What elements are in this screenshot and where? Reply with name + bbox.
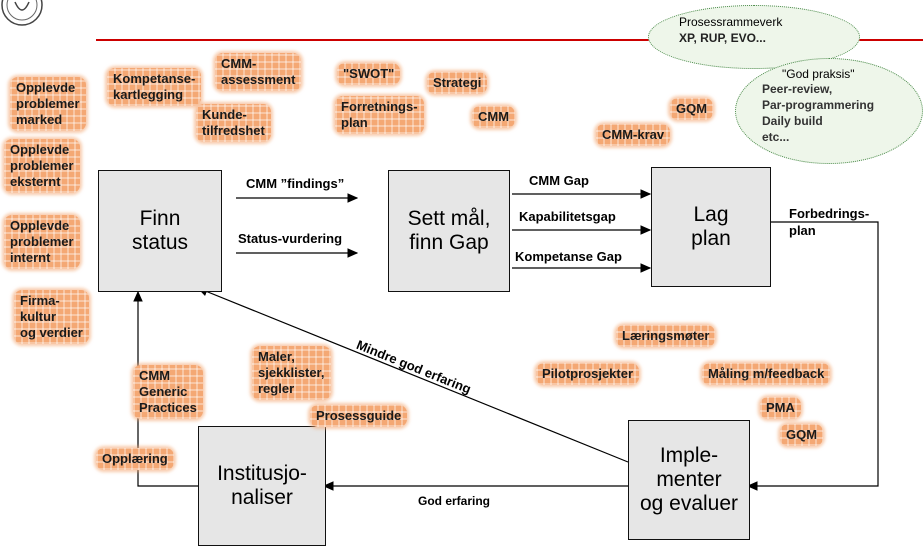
tag-cmm-krav: CMM-krav: [596, 124, 670, 146]
tag-laeringsmoter: Læringsmøter: [616, 325, 715, 347]
label-kompetanse-gap: Kompetanse Gap: [515, 249, 622, 264]
god-praksis-ellipse: "God praksis" Peer-review, Par-programme…: [735, 58, 923, 164]
tag-opplevde-marked: Opplevde problemer marked: [10, 77, 86, 131]
tag-pilotprosjekter: Pilotprosjekter: [536, 363, 639, 385]
tag-maling-feedback: Måling m/feedback: [702, 363, 830, 385]
implementer-box: Imple- menter og evaluer: [628, 420, 750, 540]
tag-cmm-generic-practices: CMM Generic Practices: [133, 365, 203, 419]
prosessrammeverk-ellipse: Prosessrammeverk XP, RUP, EVO...: [648, 5, 860, 69]
tag-forretningsplan: Forretnings- plan: [335, 96, 424, 134]
tag-opplaering: Opplæring: [96, 448, 174, 470]
label-status-vurdering: Status-vurdering: [238, 231, 343, 246]
tag-maler: Maler, sjekklister, regler: [252, 346, 331, 400]
tag-swot: "SWOT": [337, 63, 400, 85]
university-seal-icon: [0, 0, 46, 26]
tag-strategi: Strategi: [427, 72, 487, 94]
god-praksis-items: Peer-review, Par-programmering Daily bui…: [762, 82, 875, 144]
finn-status-box: Finn status: [98, 170, 222, 292]
arrow-mindre-god: [196, 287, 629, 463]
lag-plan-box: Lag plan: [651, 167, 771, 287]
tag-pma: PMA: [760, 397, 801, 419]
institusjonaliser-box: Institusjo- naliser: [198, 426, 326, 546]
arrow-inst-to-finn: [133, 290, 198, 487]
arrow-forbedringsplan: [746, 221, 879, 491]
tag-cmm-assessment: CMM- assessment: [215, 53, 301, 91]
tag-gqm-bottom: GQM: [780, 424, 823, 446]
tag-gqm-top: GQM: [670, 98, 713, 120]
label-kapabilitetsgap: Kapabilitetsgap: [519, 209, 616, 224]
god-praksis-title: "God praksis": [782, 67, 855, 81]
sett-mal-box: Sett mål, finn Gap: [388, 170, 510, 292]
tag-opplevde-eksternt: Opplevde problemer eksternt: [4, 139, 80, 193]
tag-kundetilfredshet: Kunde- tilfredshet: [196, 104, 271, 142]
tag-firmakultur: Firma- kultur og verdier: [14, 290, 89, 344]
tag-cmm: CMM: [472, 106, 515, 128]
label-forbedringsplan: Forbedrings- plan: [789, 206, 870, 238]
header-rule: [96, 39, 923, 41]
label-cmm-findings: CMM ”findings”: [246, 176, 345, 191]
tag-prosessguide: Prosessguide: [310, 405, 407, 427]
tag-kompetansekartlegging: Kompetanse- kartlegging: [107, 68, 201, 106]
prosessrammeverk-title: Prosessrammeverk: [679, 15, 783, 29]
label-cmm-gap: CMM Gap: [529, 173, 589, 188]
tag-opplevde-internt: Opplevde problemer internt: [4, 215, 80, 269]
prosessrammeverk-items: XP, RUP, EVO...: [679, 31, 766, 45]
label-god-erfaring: God erfaring: [418, 494, 491, 508]
